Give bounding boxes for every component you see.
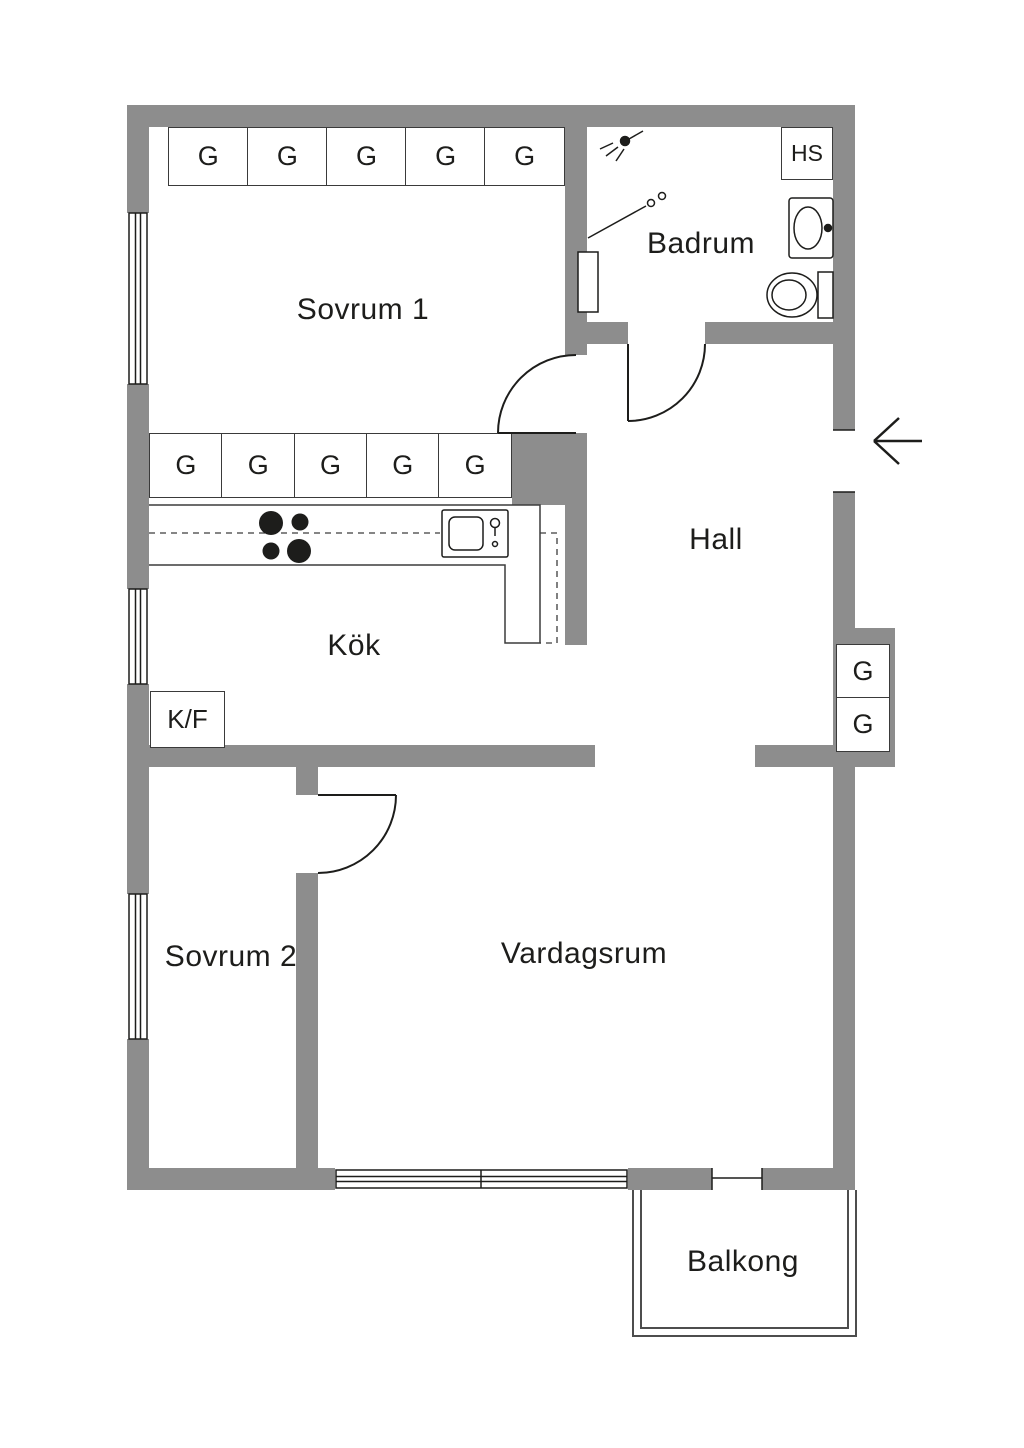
room-label-sovrum2: Sovrum 2 bbox=[164, 940, 298, 973]
wall-right-2 bbox=[833, 492, 855, 628]
wardrobe-cell: G bbox=[484, 127, 565, 186]
wardrobe-cell: G bbox=[326, 127, 407, 186]
wall-left-1 bbox=[127, 127, 149, 213]
wardrobe-cell: G bbox=[836, 644, 890, 699]
room-label-hall: Hall bbox=[689, 523, 743, 556]
room-label-sovrum1: Sovrum 1 bbox=[296, 293, 430, 326]
door-arc-vardagsrum bbox=[317, 794, 397, 874]
room-label-kok: Kök bbox=[327, 629, 381, 662]
room-label-balkong: Balkong bbox=[687, 1245, 799, 1278]
room-label-vardagsrum: Vardagsrum bbox=[500, 937, 668, 970]
balcony-railing bbox=[632, 1190, 857, 1337]
wardrobe-cell: G bbox=[438, 433, 512, 498]
wall-top bbox=[127, 105, 855, 127]
shower-head-icon bbox=[599, 130, 644, 162]
wall-left-2 bbox=[127, 384, 149, 589]
wall-sovrum2-right bbox=[296, 873, 318, 1168]
door-arc-sovrum1 bbox=[497, 354, 577, 434]
toilet-icon bbox=[766, 271, 834, 319]
bathroom-radiator bbox=[577, 251, 599, 313]
washbasin-icon bbox=[788, 197, 834, 259]
stove-icon bbox=[259, 511, 311, 563]
cabinet-hs: HS bbox=[781, 127, 833, 180]
window-sovrum2 bbox=[128, 893, 148, 1040]
wardrobe-cell: G bbox=[405, 127, 486, 186]
wall-sovrum2-stub bbox=[296, 767, 318, 795]
wardrobe-row-top: G G G G G bbox=[168, 127, 565, 186]
wardrobe-cell: G bbox=[836, 697, 890, 752]
wall-bottom-1 bbox=[127, 1168, 335, 1190]
door-arc-badrum bbox=[627, 343, 706, 422]
kitchen-sink-icon bbox=[441, 509, 509, 558]
wardrobe-cell: G bbox=[168, 127, 249, 186]
wardrobe-cell: G bbox=[247, 127, 328, 186]
window-kok bbox=[128, 588, 148, 685]
wall-badrum-bottom-left bbox=[565, 322, 628, 344]
wall-divider-horizontal bbox=[149, 745, 595, 767]
wardrobe-cell: G bbox=[221, 433, 296, 498]
entrance-arrow-icon bbox=[873, 417, 922, 465]
shower-screen bbox=[587, 191, 667, 239]
wardrobe-cell: G bbox=[293, 433, 368, 498]
wardrobe-cell: G bbox=[365, 433, 440, 498]
wardrobe-stack-hall: G G bbox=[836, 644, 890, 752]
wall-left-4 bbox=[127, 1039, 149, 1190]
room-label-badrum: Badrum bbox=[646, 227, 756, 260]
balcony-door bbox=[711, 1168, 763, 1190]
window-sovrum1 bbox=[128, 212, 148, 385]
wall-kitchen-corner-block bbox=[512, 433, 587, 505]
kitchen-counter-dashed-edge bbox=[149, 532, 558, 644]
wardrobe-cell: G bbox=[149, 433, 223, 498]
entrance-opening bbox=[833, 429, 855, 493]
wall-divider-horizontal-right bbox=[755, 745, 855, 767]
wall-bottom-3 bbox=[762, 1168, 855, 1190]
wall-right-3 bbox=[833, 767, 855, 1190]
window-vardagsrum bbox=[335, 1169, 628, 1189]
wall-badrum-bottom-right bbox=[705, 322, 833, 344]
wall-right-1 bbox=[833, 127, 855, 430]
cabinet-fridge-freezer: K/F bbox=[150, 691, 225, 748]
wall-left-3 bbox=[127, 684, 149, 894]
wardrobe-row-middle: G G G G G bbox=[149, 433, 512, 498]
wall-bottom-2 bbox=[628, 1168, 712, 1190]
wall-kitchen-right bbox=[565, 505, 587, 645]
